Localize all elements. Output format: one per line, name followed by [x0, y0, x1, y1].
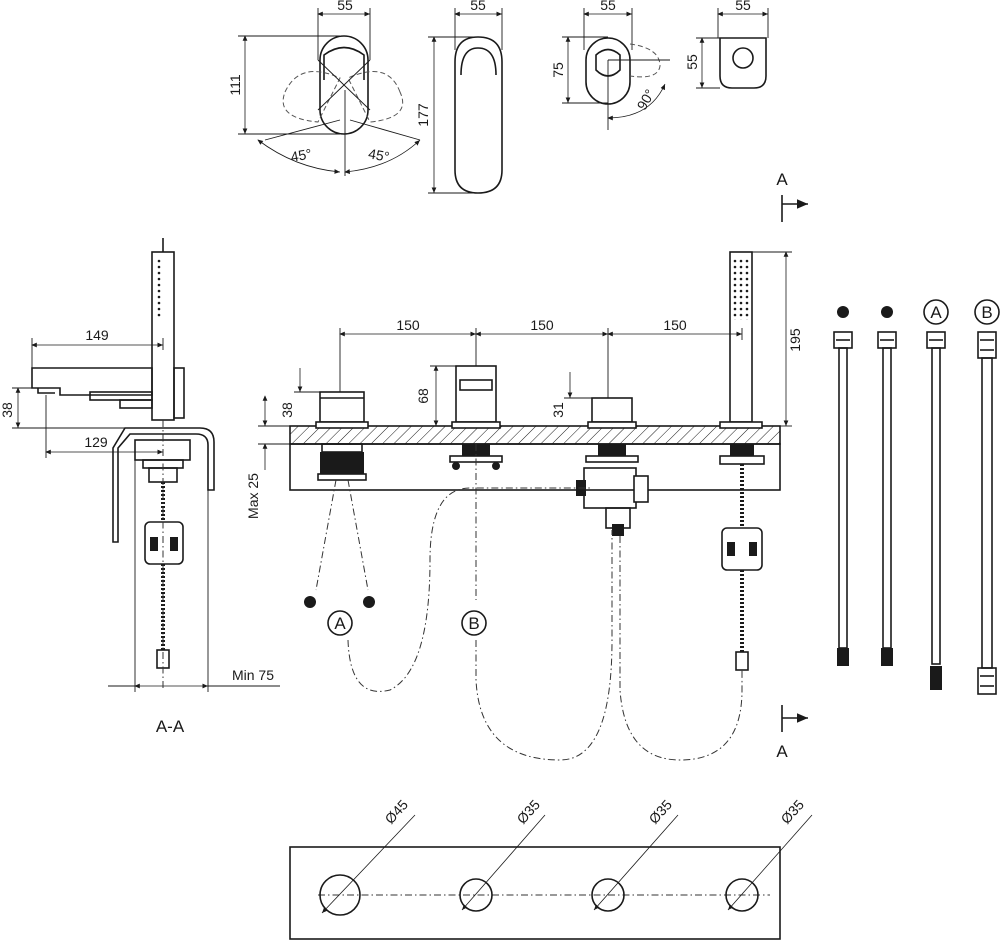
front-deck-thickness-label: Max 25 [245, 473, 261, 519]
lever-angle-left-label: 45° [289, 145, 313, 164]
front-spout-height-label: 68 [415, 388, 431, 404]
diverter-width-label: 55 [600, 0, 616, 13]
lever-angle-right-label: 45° [367, 145, 391, 164]
front-spacing-1-label: 150 [396, 317, 420, 333]
diverter-top-view [562, 8, 670, 130]
lever-height-label: 111 [227, 74, 243, 95]
front-spacing-3-label: 150 [663, 317, 687, 333]
section-label-bottom: A [776, 742, 788, 761]
section-marker-bottom [781, 705, 808, 732]
side-reach-label: 149 [85, 327, 109, 343]
section-label-top: A [776, 170, 788, 189]
side-spout-height-label: 38 [0, 402, 15, 418]
spout-width-label: 55 [470, 0, 486, 13]
diverter-height-label: 75 [550, 62, 566, 78]
side-min-clearance-label: Min 75 [232, 667, 274, 683]
spout-top-view [428, 8, 503, 194]
front-diverter-height-label: 31 [550, 402, 566, 418]
cutout-hole-4-label: Ø35 [777, 796, 807, 827]
front-marker-b-label: B [468, 614, 479, 633]
holder-width-label: 55 [735, 0, 751, 13]
section-marker-top [781, 195, 808, 222]
cutout-template [289, 814, 813, 940]
lever-top-view [238, 8, 421, 176]
side-base-reach-label: 129 [84, 434, 108, 450]
hose-a-label: A [930, 303, 942, 322]
diverter-angle-label: 90° [633, 86, 657, 112]
side-section-view [12, 238, 280, 692]
cutout-hole-1-label: Ø45 [381, 796, 411, 827]
section-title: A-A [156, 717, 185, 736]
hose-b-label: B [981, 303, 992, 322]
front-view [258, 251, 792, 761]
holder-top-view [696, 8, 769, 89]
holder-height-label: 55 [684, 54, 700, 70]
cutout-hole-3-label: Ø35 [645, 796, 675, 827]
front-handshower-height-label: 195 [787, 328, 803, 352]
front-mixer-height-label: 38 [279, 402, 295, 418]
connection-hoses [833, 299, 1000, 695]
spout-height-label: 177 [415, 103, 431, 127]
lever-width-label: 55 [337, 0, 353, 13]
front-marker-a-label: A [334, 614, 346, 633]
front-spacing-2-label: 150 [530, 317, 554, 333]
